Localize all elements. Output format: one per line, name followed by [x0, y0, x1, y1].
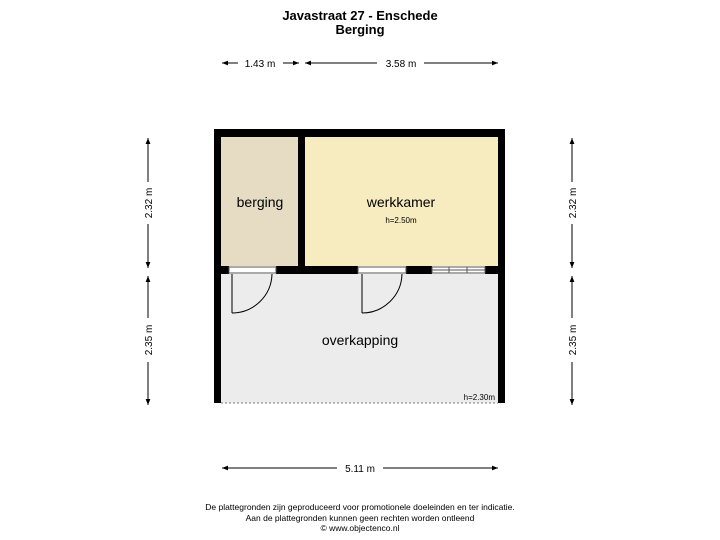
- room-werkkamer-height: h=2.50m: [385, 216, 417, 225]
- room-berging-fill: [221, 137, 298, 266]
- plan-subtitle: Berging: [335, 22, 385, 37]
- wall-mid-4: [485, 266, 498, 274]
- wall-openings: [228, 266, 486, 274]
- wall-left: [214, 129, 221, 403]
- walls: [214, 129, 505, 403]
- wall-mid-1: [221, 266, 229, 274]
- wall-right: [498, 129, 505, 403]
- dim-right-upper: 2.32 m: [568, 188, 579, 219]
- door-berging: [231, 273, 273, 314]
- wall-mid-3: [406, 266, 432, 274]
- room-overkapping-height: h=2.30m: [464, 393, 496, 402]
- room-overkapping-fill: [221, 274, 498, 403]
- footer-disclaimer-2: Aan de plattegronden kunnen geen rechten…: [245, 513, 475, 523]
- door-werkkamer: [361, 273, 403, 314]
- wall-mid-2: [276, 266, 358, 274]
- dim-top-right: 3.58 m: [386, 59, 417, 70]
- wall-top: [214, 129, 505, 137]
- dimension-lines: [145, 60, 575, 471]
- dim-top-left: 1.43 m: [245, 59, 276, 70]
- room-berging-label: berging: [237, 194, 284, 210]
- dim-left-lower: 2.35 m: [144, 325, 155, 356]
- dim-right-lower: 2.35 m: [568, 325, 579, 356]
- footer-disclaimer-1: De plattegronden zijn geproduceerd voor …: [205, 502, 515, 512]
- footer-copyright: © www.objectenco.nl: [320, 523, 400, 533]
- room-werkkamer-label: werkkamer: [366, 194, 436, 210]
- room-werkkamer-fill: [305, 137, 498, 266]
- dim-left-upper: 2.32 m: [144, 188, 155, 219]
- plan-address: Javastraat 27 - Enschede: [282, 8, 438, 23]
- wall-divider: [298, 137, 305, 266]
- room-overkapping-label: overkapping: [322, 332, 398, 348]
- dim-bottom: 5.11 m: [345, 464, 375, 475]
